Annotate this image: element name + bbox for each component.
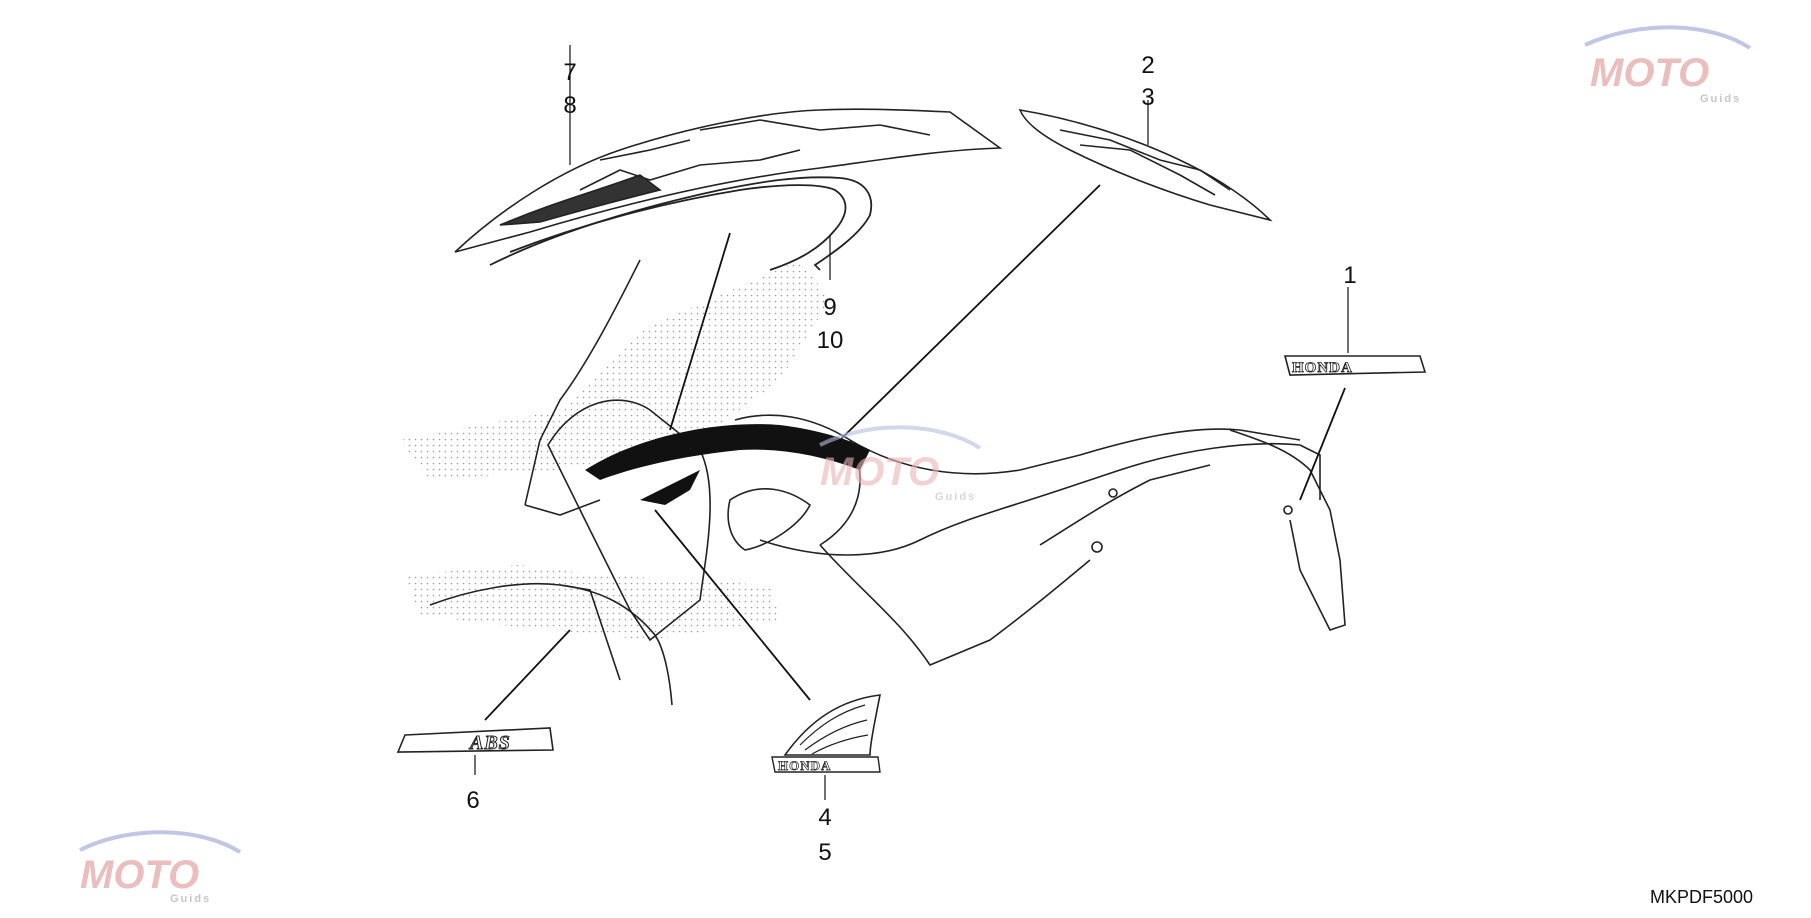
callout-1: 1 bbox=[1343, 262, 1356, 289]
watermark-bottom-left: MOTO Guids bbox=[79, 830, 242, 905]
watermark-top-right: MOTO Guids bbox=[1584, 25, 1752, 105]
callout-7: 7 bbox=[563, 59, 576, 86]
honda-wing-badge-part: HONDA bbox=[771, 694, 882, 773]
callout-labels: 7 8 2 3 9 10 1 4 5 6 bbox=[466, 52, 1356, 866]
watermark-word: MOTO bbox=[80, 853, 199, 897]
upper-side-stripe-part bbox=[454, 108, 1003, 253]
tank-stripe-on-bike bbox=[585, 424, 870, 505]
callout-4: 4 bbox=[818, 804, 831, 831]
honda-badge-text: HONDA bbox=[1292, 360, 1353, 376]
leader-lines bbox=[474, 45, 1349, 800]
callout-9: 9 bbox=[823, 294, 836, 321]
callout-3: 3 bbox=[1141, 84, 1154, 111]
callout-8: 8 bbox=[563, 92, 576, 119]
callout-2: 2 bbox=[1141, 52, 1154, 79]
diagram-code: MKPDF5000 bbox=[1650, 887, 1753, 907]
honda-wing-badge-text: HONDA bbox=[778, 758, 831, 773]
watermark-sub: Guids bbox=[935, 491, 976, 503]
lower-side-stripe-part bbox=[489, 176, 873, 271]
watermark-sub: Guids bbox=[170, 893, 211, 905]
honda-badge-part: HONDA bbox=[1283, 355, 1427, 376]
abs-badge-text: ABS bbox=[468, 732, 511, 754]
tank-stripe-part bbox=[1018, 108, 1273, 222]
callout-6: 6 bbox=[466, 787, 479, 814]
watermark-word: MOTO bbox=[1590, 51, 1709, 95]
watermark-word: MOTO bbox=[820, 450, 939, 494]
abs-badge-part: ABS bbox=[396, 727, 554, 755]
callout-5: 5 bbox=[818, 839, 831, 866]
stipple-shading bbox=[400, 260, 830, 640]
watermark-sub: Guids bbox=[1700, 93, 1741, 105]
callout-10: 10 bbox=[817, 327, 844, 354]
watermark-center: MOTO Guids bbox=[819, 425, 982, 503]
